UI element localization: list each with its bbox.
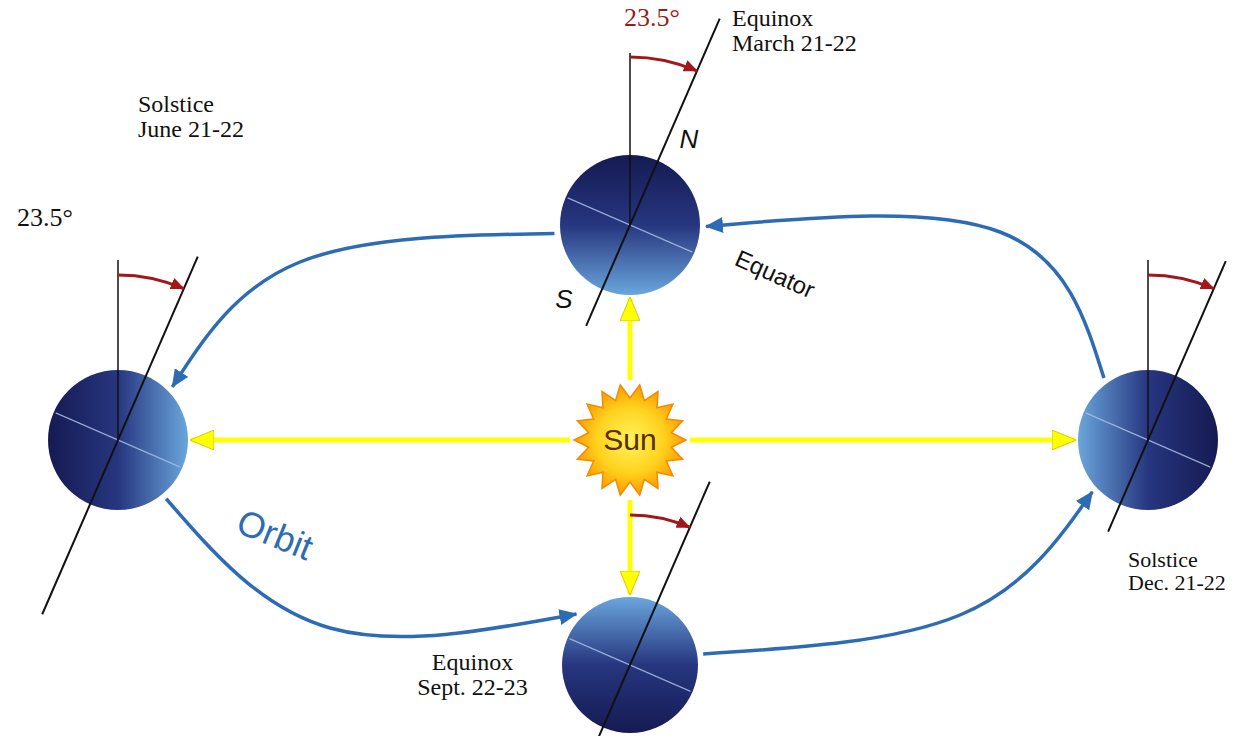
earth-shape [48,370,188,510]
earth-globe: Solstice June 21-2223.5° [48,370,188,510]
pole-label: N [680,126,699,153]
sunlight-arrow [191,438,570,443]
vertical-reference [1147,260,1149,440]
rotation-axis [1108,261,1226,532]
vertical-reference [629,53,631,225]
orbit-arrow [703,492,1092,654]
rotation-axis [586,19,720,326]
orbit-label: Orbit [232,503,318,567]
sun-symbol: Sun [572,382,688,498]
angle-label: 23.5° [17,204,73,231]
date-label: Equinox March 21-22 [732,6,867,56]
date-label: Solstice June 21-22 [138,92,253,142]
orbit-arrow [166,499,576,637]
sunlight-arrow [628,298,633,380]
rotation-axis [42,257,198,615]
sun-label: Sun [603,424,656,456]
equator-label: Equator [731,245,818,302]
vertical-reference [117,260,119,440]
tilt-arc [1148,275,1214,289]
earth-shape [560,155,700,295]
date-label: Equinox Sept. 22-23 [410,650,535,700]
earth-shape [1078,370,1218,510]
tilt-arc [630,515,690,527]
earth-globe: Equinox Sept. 22-23 [562,597,698,733]
date-label: Solstice Dec. 21-22 [1128,548,1236,594]
sun-burst [574,385,686,495]
pole-label: S [555,286,572,313]
earth-globe: Solstice Dec. 21-22 [1078,370,1218,510]
earth-globe: 23.5°Equinox March 21-22NSEquator [560,155,700,295]
sunlight-arrow [690,438,1075,443]
tilt-arc [118,275,184,289]
rotation-axis [596,482,710,736]
angle-label: 23.5° [624,4,680,31]
tilt-arc [630,57,697,71]
earth-shape [562,597,698,733]
orbit-arrow [706,216,1104,378]
orbit-arrow [172,233,554,386]
